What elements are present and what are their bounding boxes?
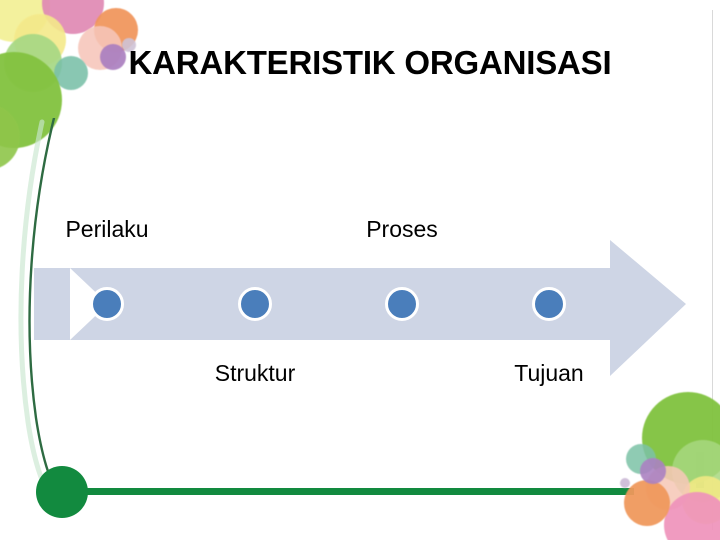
node-circle[interactable]	[532, 287, 566, 321]
node-circle[interactable]	[90, 287, 124, 321]
bubble-lilac-dot	[620, 478, 630, 488]
node-label-proses: Proses	[366, 216, 438, 242]
process-arrow-shape	[34, 240, 686, 376]
node-circle[interactable]	[385, 287, 419, 321]
bubble-green-small	[0, 104, 20, 170]
bubble-orange	[624, 480, 670, 526]
node-label-perilaku: Perilaku	[65, 216, 149, 242]
node-label-tujuan: Tujuan	[514, 360, 584, 386]
bubble-purple	[640, 458, 666, 484]
page-title: KARAKTERISTIK ORGANISASI	[128, 44, 612, 81]
bubble-lilac-dot	[122, 38, 136, 52]
node-label-struktur: Struktur	[214, 360, 296, 386]
right-edge-divider	[712, 10, 713, 530]
green-horizontal-rule	[62, 488, 634, 495]
node-circle[interactable]	[238, 287, 272, 321]
bubble-purple	[100, 44, 126, 70]
